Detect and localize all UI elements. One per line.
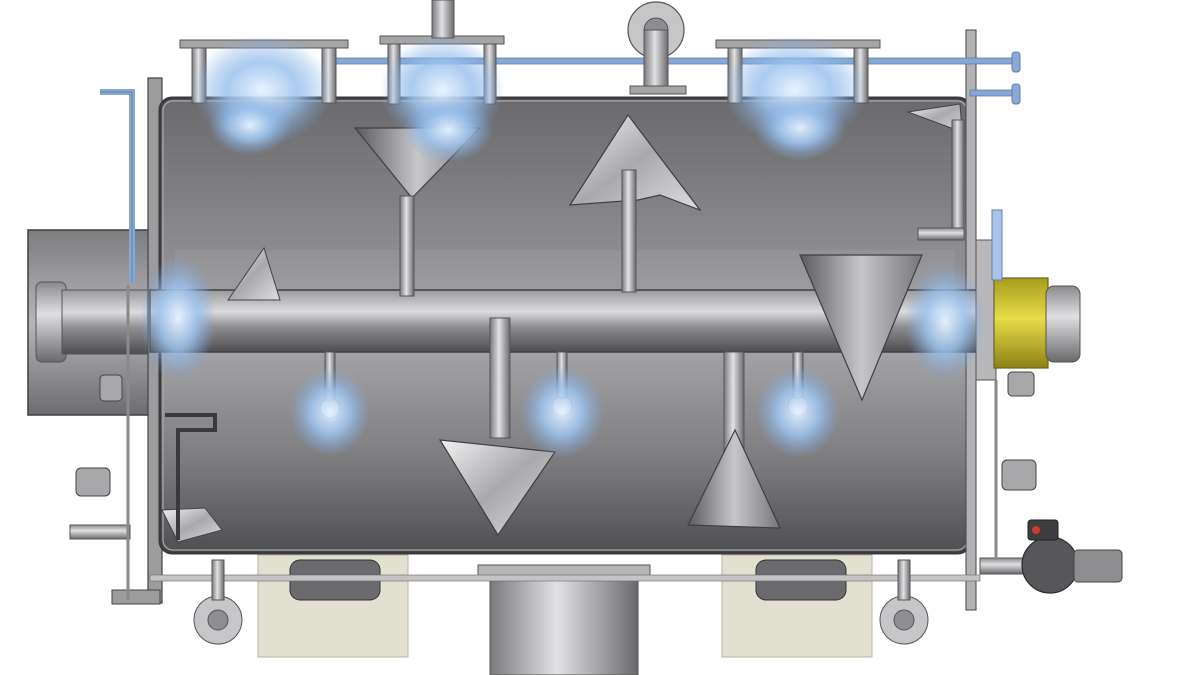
top-flange-pipe [627, 1, 687, 95]
upper-right-scraper [906, 103, 965, 241]
lower-plow-blade-1 [438, 317, 557, 537]
water-spray-lower [290, 366, 840, 458]
left-foot-plate [111, 589, 161, 605]
support-rods [126, 285, 998, 600]
water-spray-top-3 [723, 35, 867, 160]
left-small-blade [227, 246, 281, 301]
flange-icon [193, 559, 929, 645]
right-cone-blade [799, 254, 923, 402]
water-spray-top-2 [380, 35, 504, 162]
valve-icon [69, 371, 1037, 540]
internal-partition [165, 413, 217, 540]
water-spray-top-1 [192, 35, 332, 155]
water-spray-right-shaft [905, 264, 985, 380]
water-spray-left-shaft [140, 256, 216, 380]
upper-plow-blade [568, 113, 702, 293]
bottom-supports [149, 554, 981, 675]
lower-plow-blade-2 [687, 351, 781, 529]
motor-icon [979, 519, 1123, 594]
